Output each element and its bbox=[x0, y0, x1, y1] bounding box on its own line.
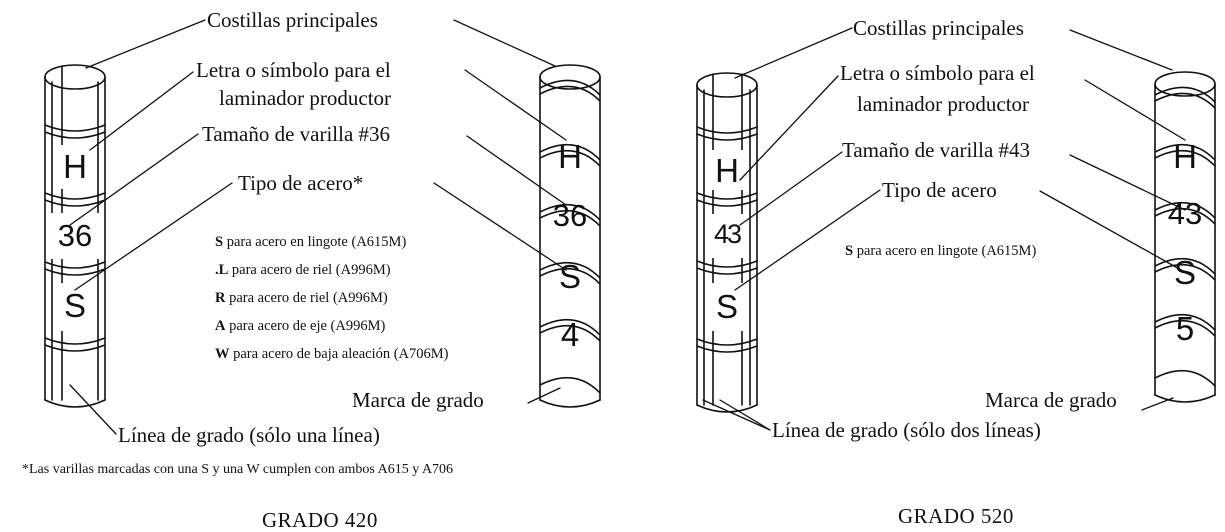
steel-note-text: para acero en lingote (A615M) bbox=[226, 234, 407, 250]
steel-note-text: para acero en lingote (A615M) bbox=[856, 243, 1037, 259]
grade-520-title: GRADO 520 bbox=[898, 504, 1014, 528]
side-mark-steel: S bbox=[558, 258, 581, 295]
label-producer-line2: laminador productor bbox=[219, 86, 392, 110]
rebar-front-view-520 bbox=[696, 72, 758, 413]
side-mark-size: 43 bbox=[1167, 196, 1203, 231]
steel-note-key: .L bbox=[215, 262, 229, 278]
steel-note-key: S bbox=[215, 234, 224, 250]
label-main-ribs: Costillas principales bbox=[853, 16, 1024, 40]
label-grade-line: Línea de grado (sólo una línea) bbox=[118, 423, 380, 447]
side-mark-grade: 5 bbox=[1175, 310, 1195, 347]
steel-note-key: S bbox=[845, 243, 854, 259]
label-producer-line1: Letra o símbolo para el bbox=[840, 61, 1035, 85]
side-mark-size: 36 bbox=[552, 198, 588, 233]
label-producer-line2: laminador productor bbox=[857, 92, 1030, 116]
steel-note-key: A bbox=[215, 318, 226, 334]
side-mark-producer: H bbox=[1173, 138, 1197, 175]
label-bar-size: Tamaño de varilla #36 bbox=[202, 122, 391, 146]
label-producer-line1: Letra o símbolo para el bbox=[196, 58, 391, 82]
steel-note: S para acero en lingote (A615M) bbox=[215, 235, 406, 250]
label-main-ribs: Costillas principales bbox=[207, 8, 378, 32]
label-steel-type: Tipo de acero* bbox=[238, 171, 364, 195]
footnote: *Las varillas marcadas con una S y una W… bbox=[22, 462, 454, 477]
rebar-front-view-420 bbox=[44, 64, 106, 408]
steel-note-text: para acero de baja aleación (A706M) bbox=[233, 346, 449, 362]
steel-note: W para acero de baja aleación (A706M) bbox=[215, 347, 449, 362]
bar-mark-producer: H bbox=[63, 148, 87, 185]
leader-lines-520 bbox=[702, 27, 1191, 431]
steel-note: S para acero en lingote (A615M) bbox=[845, 244, 1036, 259]
side-mark-producer: H bbox=[558, 138, 582, 175]
side-mark-steel: S bbox=[1173, 254, 1196, 291]
label-grade-mark: Marca de grado bbox=[352, 388, 484, 412]
leader-lines-420 bbox=[69, 19, 567, 435]
steel-note: A para acero de eje (A996M) bbox=[215, 319, 385, 334]
rebar-side-view-520 bbox=[1154, 71, 1216, 403]
steel-note-text: para acero de riel (A996M) bbox=[229, 290, 388, 306]
side-mark-grade: 4 bbox=[560, 316, 580, 353]
steel-note: .L para acero de riel (A996M) bbox=[215, 263, 391, 278]
bar-mark-size: 36 bbox=[57, 218, 93, 253]
bar-mark-steel: S bbox=[63, 287, 86, 324]
label-grade-line: Línea de grado (sólo dos líneas) bbox=[772, 418, 1041, 442]
steel-note-key: W bbox=[215, 346, 230, 362]
label-steel-type: Tipo de acero bbox=[882, 178, 997, 202]
rebar-side-view-420 bbox=[539, 64, 601, 408]
bar-mark-steel: S bbox=[715, 288, 738, 325]
steel-note-key: R bbox=[215, 290, 226, 306]
steel-note-text: para acero de eje (A996M) bbox=[229, 318, 386, 334]
label-grade-mark: Marca de grado bbox=[985, 388, 1117, 412]
steel-note-text: para acero de riel (A996M) bbox=[231, 262, 391, 278]
steel-note: R para acero de riel (A996M) bbox=[215, 291, 388, 306]
bar-mark-size: 43 bbox=[713, 219, 742, 249]
grade-420-title: GRADO 420 bbox=[262, 508, 378, 532]
bar-mark-producer: H bbox=[715, 152, 739, 189]
label-bar-size: Tamaño de varilla #43 bbox=[842, 138, 1031, 162]
